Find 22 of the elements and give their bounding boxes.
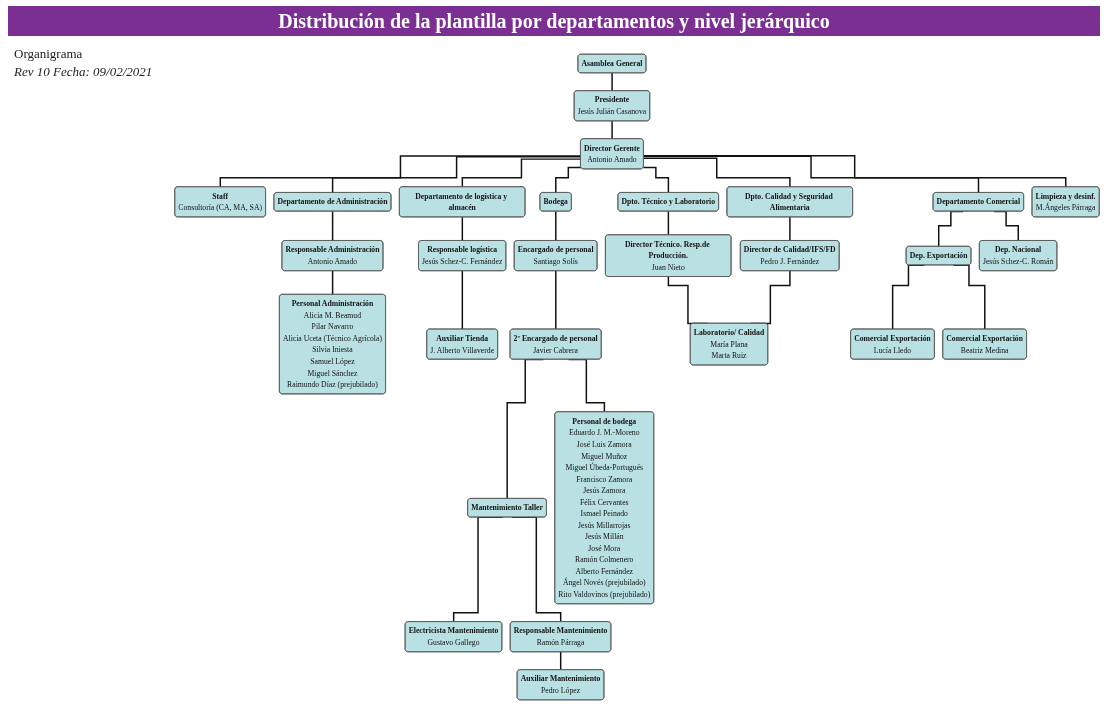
connector: [642, 166, 670, 194]
connector: [559, 651, 562, 671]
connector: [219, 155, 582, 188]
connector: [331, 270, 334, 296]
connector: [331, 210, 334, 242]
connector: [555, 210, 557, 242]
connector: [611, 120, 613, 140]
connector: [331, 156, 582, 194]
connector: [789, 216, 791, 242]
connector: [461, 216, 464, 242]
connector: [555, 270, 557, 330]
connector: [643, 155, 980, 194]
connector: [643, 157, 791, 188]
title-bar: Distribución de la plantilla por departamentos y nivel jerárquico: [8, 6, 1100, 36]
connector: [461, 158, 582, 188]
connector: [667, 210, 670, 236]
connector: [611, 72, 613, 92]
connector: [555, 166, 582, 194]
note-text: Rev 10 Fecha: 09/02/2021: [14, 64, 153, 80]
note-text: Organigrama: [14, 46, 84, 62]
connector: [461, 270, 464, 330]
connector: [643, 155, 1067, 188]
